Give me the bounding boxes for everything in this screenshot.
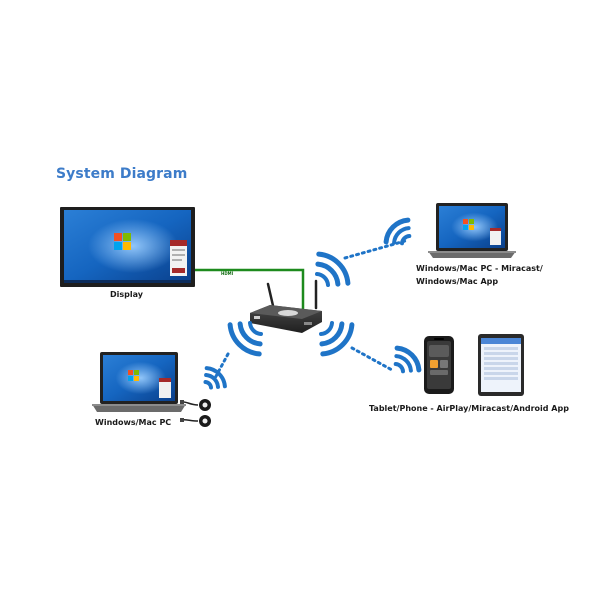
wifi-signal-icon (319, 321, 394, 372)
wireless-link-dotted-line (212, 352, 230, 382)
hdmi-cable (193, 268, 305, 318)
wireless-link-dotted-line (343, 239, 407, 260)
laptop-icon (92, 352, 186, 412)
wifi-signal-icon (203, 366, 227, 390)
tablet-phone-label: Tablet/Phone - AirPlay/Miracast/Android … (369, 404, 569, 413)
windows-mac-pc-label: Windows/Mac PC (95, 418, 172, 427)
wifi-signal-icon (212, 321, 263, 382)
wifi-signal-icon (383, 217, 412, 246)
wifi-signal-icon (393, 345, 422, 374)
smartphone-icon (424, 336, 454, 394)
diagram-title: System Diagram (56, 166, 188, 182)
monitor-icon (60, 207, 195, 287)
miracast-pc-label-line2: Windows/Mac App (416, 277, 499, 286)
miracast-pc-label-line1: Windows/Mac PC - Miracast/ (416, 264, 543, 273)
usb-button-dongle-icon (180, 399, 211, 427)
wireless-link-dotted-line (350, 346, 394, 372)
laptop-icon (428, 203, 516, 258)
tablet-icon (478, 334, 524, 396)
hdmi-label: HDMI (221, 271, 234, 276)
wifi-signal-icon (315, 239, 407, 287)
display-label: Display (110, 290, 143, 299)
wireless-receiver-icon (250, 279, 322, 333)
